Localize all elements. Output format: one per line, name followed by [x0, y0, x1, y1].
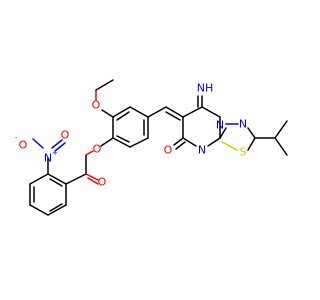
- methylidene-bridge: [147, 106, 184, 121]
- nitro-oxygen-double: O: [61, 129, 70, 142]
- imine-group: [197, 95, 203, 108]
- ester-group: [65, 137, 114, 185]
- thiadiazole-ring: [219, 123, 256, 151]
- keto-oxygen: O: [164, 144, 173, 157]
- ring-sulfur: S: [240, 146, 247, 159]
- ethoxy-oxygen: O: [92, 99, 101, 112]
- isopropyl-group: [254, 120, 288, 156]
- atom-labels: O - N + O O O O NH N N S N O: [15, 82, 247, 189]
- nitrobenzene-ring: [29, 173, 67, 216]
- ester-link-oxygen: O: [93, 143, 102, 156]
- molecule-structure: O - N + O O O O NH N N S N O: [15, 79, 288, 216]
- nitro-group: [32, 138, 66, 175]
- nitro-oxygen-negative: O: [19, 139, 28, 152]
- ring-nitrogen-right: N: [239, 118, 247, 131]
- ethoxy-group: [95, 79, 114, 118]
- ester-carbonyl-oxygen: O: [98, 176, 107, 189]
- central-benzene-ring: [112, 106, 149, 148]
- imine-nh: NH: [197, 82, 214, 95]
- ring-nitrogen-bridge: N: [216, 119, 224, 132]
- nitro-nitrogen: N: [44, 152, 52, 165]
- keto-group: [173, 137, 186, 150]
- ring-nitrogen-bottom: N: [198, 144, 206, 157]
- pyrimidinone-ring: [182, 106, 221, 147]
- nitro-negative-charge: -: [15, 134, 18, 142]
- molecule-canvas: O - N + O O O O NH N N S N O: [14, 79, 288, 216]
- nitro-positive-charge: +: [52, 149, 58, 157]
